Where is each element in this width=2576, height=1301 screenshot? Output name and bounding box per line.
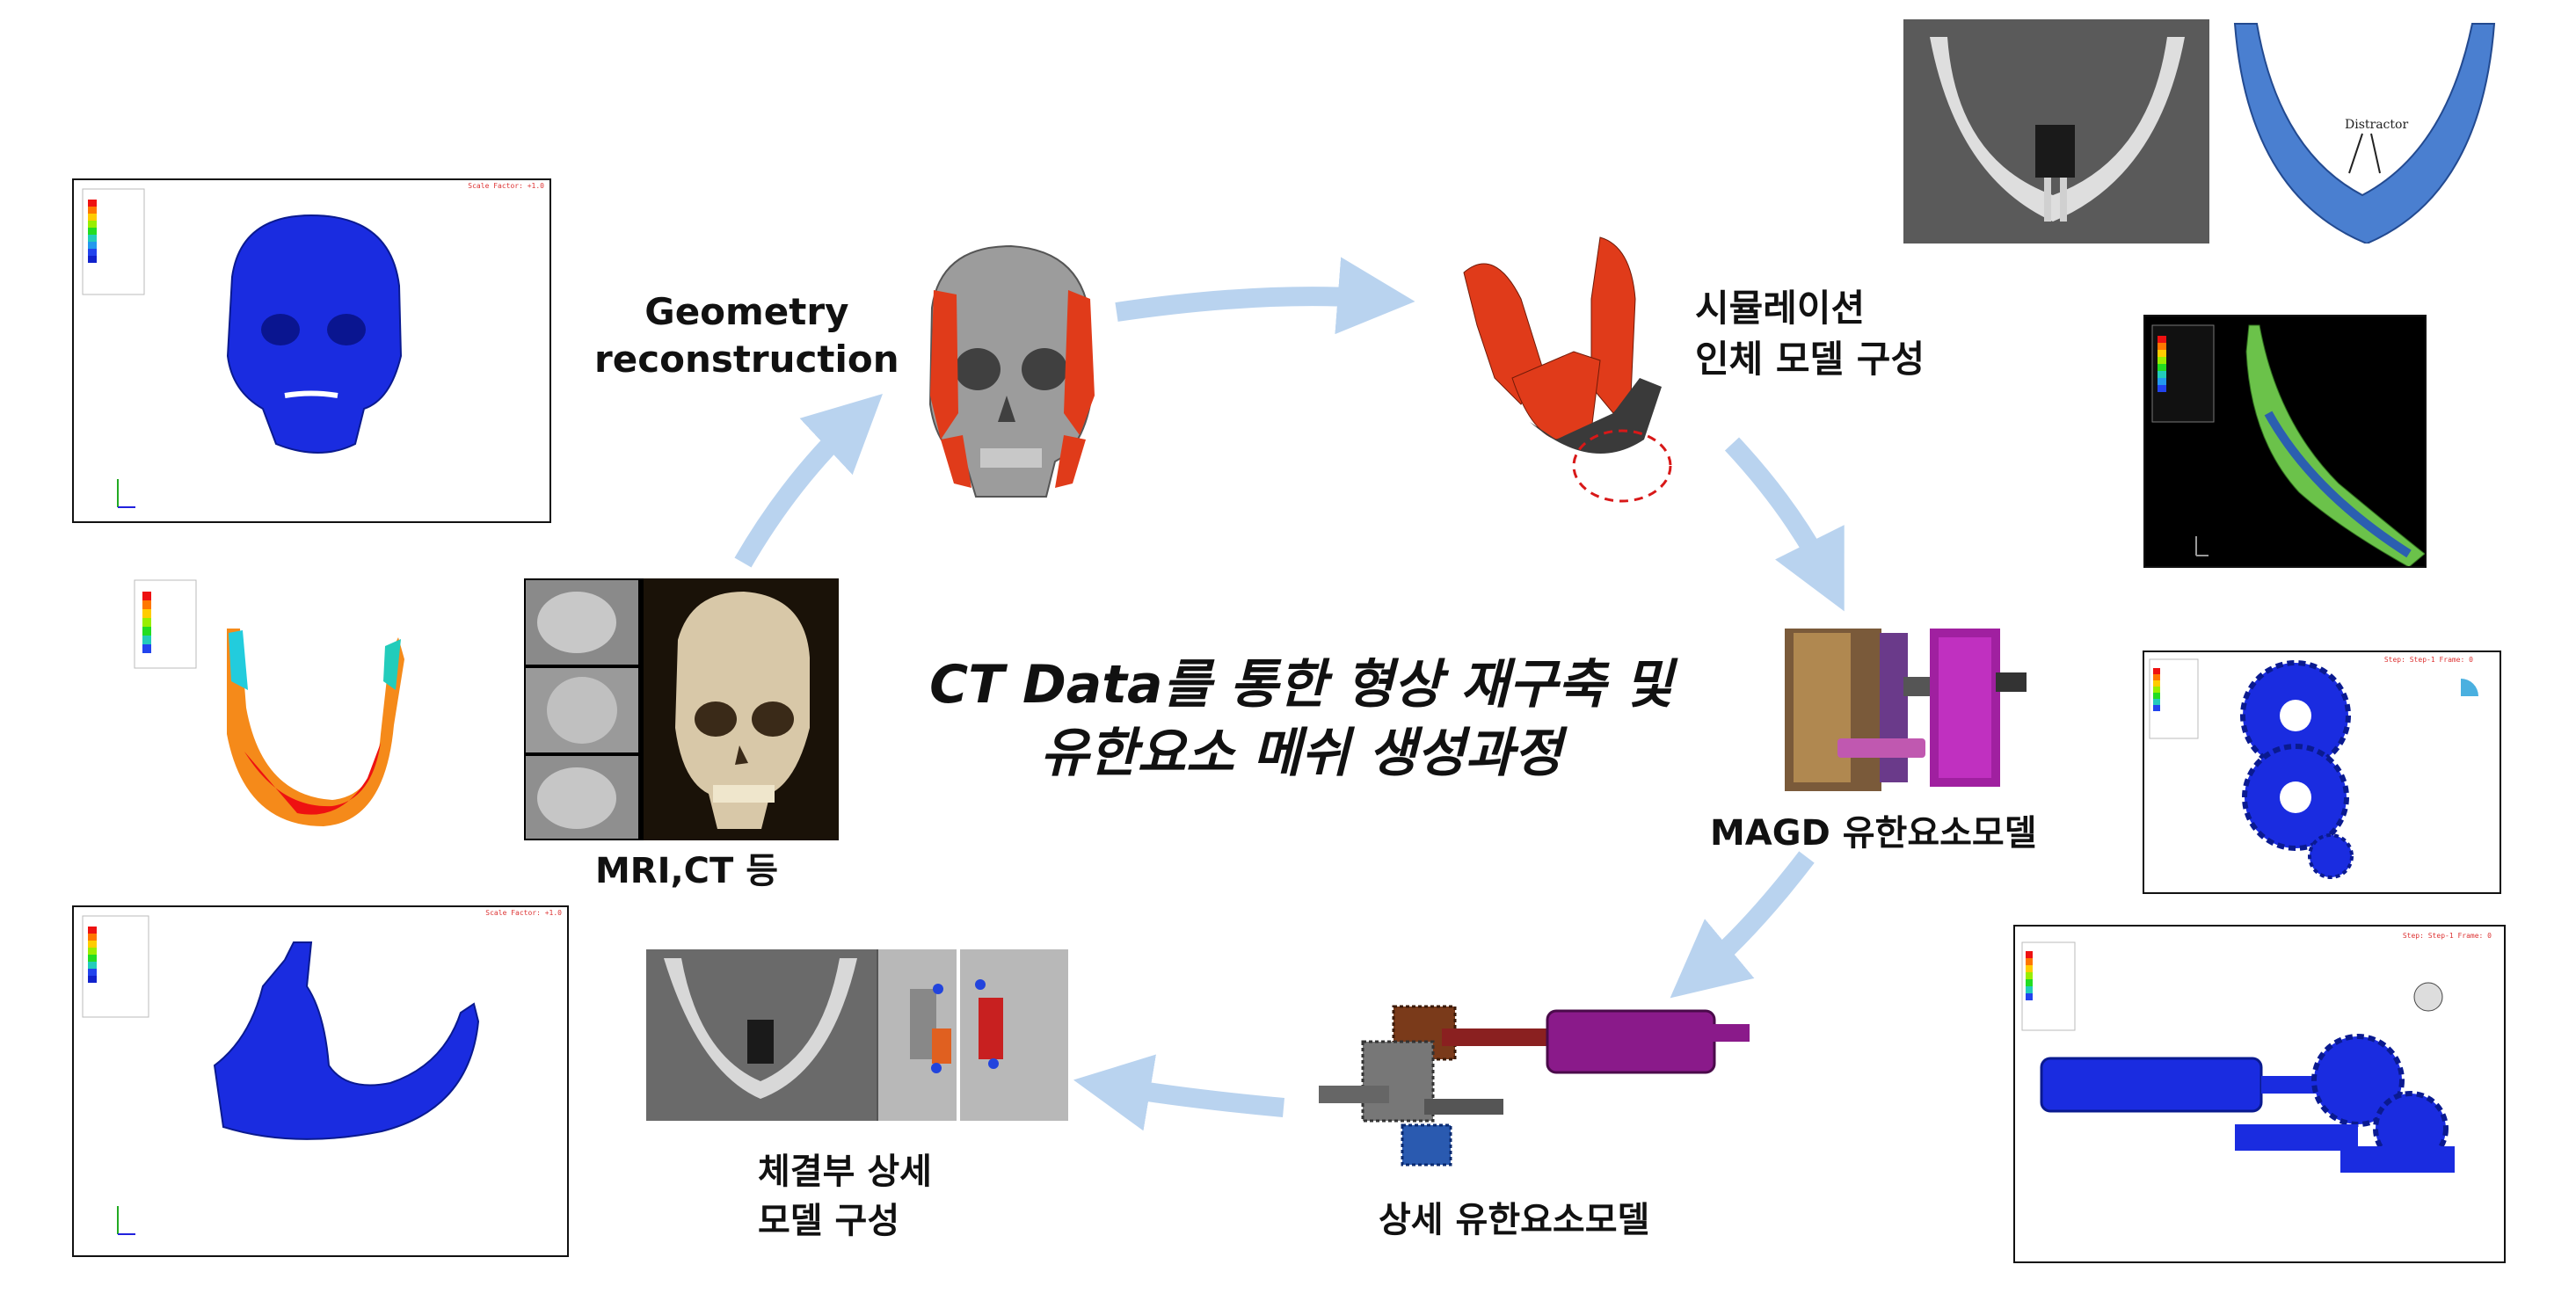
arrow-mri-to-geometry — [734, 393, 883, 568]
shaft-fem-panel: Step: Step-1 Frame: 0 — [2013, 925, 2506, 1263]
shaft-fem-image — [2021, 941, 2455, 1173]
gear-fem-panel: Step: Step-1 Frame: 0 — [2143, 650, 2501, 894]
gear-step-note: Step: Step-1 Frame: 0 — [2383, 656, 2473, 664]
distractor-3d-image: Distractor — [2226, 19, 2503, 243]
xray-distractor-image — [1903, 19, 2209, 243]
skull-fem-panel: Scale Factor: +1.0 — [72, 178, 551, 523]
mandible-mesh-image — [2151, 324, 2425, 566]
joint-label: 체결부 상세 모델 구성 — [758, 1147, 932, 1246]
magd-model-image — [1785, 624, 2031, 796]
mandible-mesh-panel — [2143, 315, 2427, 568]
geometry-label: Geometry reconstruction — [594, 288, 899, 383]
simulation-model-image — [1459, 229, 1684, 505]
geometry-label-line2: reconstruction — [594, 338, 899, 381]
jaw-fem-image — [82, 915, 480, 1235]
magd-label: MAGD 유한요소모델 — [1710, 813, 2037, 854]
scale-factor-note: Scale Factor: +1.0 — [468, 182, 544, 190]
skull-fem-image — [82, 188, 403, 508]
mri-ct-label: MRI,CT 등 — [595, 851, 779, 891]
joint-detail-images — [646, 949, 1068, 1121]
jaw-stress-image — [130, 576, 411, 835]
detail-fem-label: 상세 유한요소모델 — [1379, 1200, 1650, 1240]
detail-fem-image — [1319, 1002, 1763, 1178]
scale-factor-note-2: Scale Factor: +1.0 — [485, 909, 562, 917]
geometry-label-line1: Geometry — [644, 290, 849, 333]
arrow-detail-to-joint — [1073, 1054, 1284, 1131]
center-title-line2: 유한요소 메쉬 생성과정 — [1040, 723, 1562, 784]
mri-ct-images — [524, 578, 839, 840]
distractor-label: Distractor — [2345, 118, 2409, 132]
gear-fem-image — [2149, 658, 2478, 879]
joint-label-line2: 모델 구성 — [758, 1201, 900, 1241]
arrow-simulation-to-magd — [1724, 437, 1845, 612]
arrow-skull-to-simulation — [1115, 257, 1415, 335]
shaft-step-note: Step: Step-1 Frame: 0 — [2402, 932, 2492, 940]
center-title-line1: CT Data를 통한 형상 재구축 및 — [929, 654, 1673, 716]
arrow-magd-to-detail — [1670, 851, 1815, 999]
jaw-fem-panel: Scale Factor: +1.0 — [72, 905, 569, 1257]
joint-label-line1: 체결부 상세 — [758, 1152, 932, 1192]
simulation-label: 시뮬레이션 인체 모델 구성 — [1695, 283, 1925, 385]
center-title: CT Data를 통한 형상 재구축 및 유한요소 메쉬 생성과정 — [906, 650, 1697, 788]
simulation-label-line1: 시뮬레이션 — [1695, 287, 1866, 330]
simulation-label-line2: 인체 모델 구성 — [1695, 338, 1925, 381]
skull-geometry-image — [914, 237, 1103, 505]
